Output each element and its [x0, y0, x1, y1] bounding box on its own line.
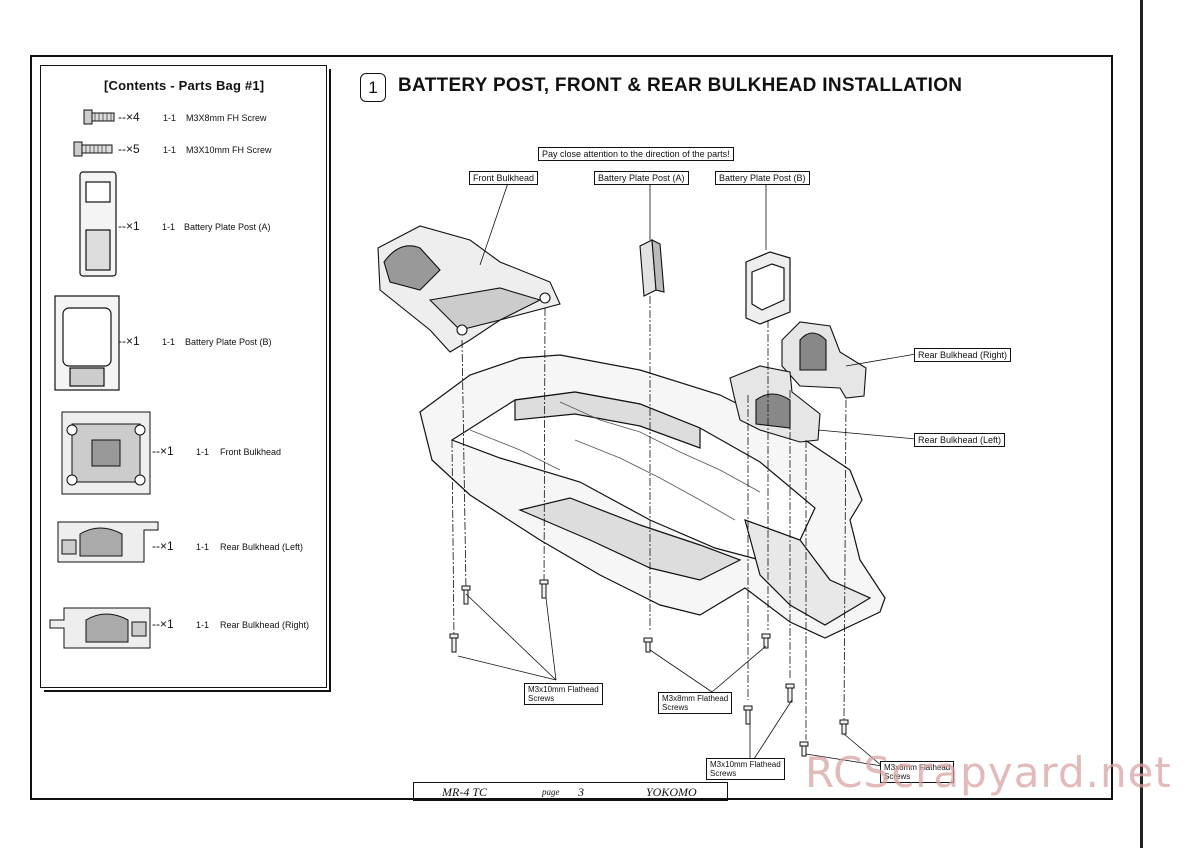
m3x10-screws-b-line1: M3x10mm Flathead [710, 760, 781, 769]
rear-bulkhead-right-callout: Rear Bulkhead (Right) [914, 348, 1012, 362]
battery-plate-post-b-icon [54, 295, 120, 391]
screws [449, 579, 849, 757]
leader-lines [457, 182, 917, 767]
parts-count-front-bulkhead: 1-1 [196, 447, 210, 457]
attention-callout: Pay close attention to the direction of … [538, 147, 734, 161]
assembly-guide-lines [451, 296, 847, 740]
parts-qty-rear-left: --×1 [152, 539, 174, 553]
rear-bulkhead-left-callout: Rear Bulkhead (Left) [914, 433, 1006, 447]
battery-post-a-part [639, 239, 665, 297]
m3x8-screws-callout-b: M3x8mm Flathead Screws [880, 761, 955, 783]
m3x10-screws-a-line2: Screws [528, 694, 555, 703]
battery-plate-post-a-icon [79, 171, 117, 277]
parts-bag-panel [40, 65, 327, 688]
parts-count-post-b: 1-1 [162, 337, 176, 347]
rear-bulkhead-right-icon [49, 607, 151, 649]
parts-count-m3x8: 1-1 [163, 113, 177, 123]
m3x8-screws-b-line1: M3x8mm Flathead [884, 763, 951, 772]
m3x10-screws-callout-b: M3x10mm Flathead Screws [706, 758, 785, 780]
m3x8-screw-icon [83, 109, 115, 125]
parts-name-post-b: Battery Plate Post (B) [185, 337, 272, 347]
parts-count-m3x10: 1-1 [163, 145, 177, 155]
parts-name-rear-left: Rear Bulkhead (Left) [220, 542, 304, 552]
rear-bulkhead-left-icon [57, 521, 159, 563]
parts-qty-post-b: --×1 [118, 334, 140, 348]
m3x8-screws-a-line1: M3x8mm Flathead [662, 694, 729, 703]
parts-name-m3x8: M3X8mm FH Screw [186, 113, 267, 123]
m3x10-screws-b-line2: Screws [710, 769, 737, 778]
screw-m3x8-4 [839, 719, 849, 735]
front-bulkhead-callout: Front Bulkhead [469, 171, 539, 185]
parts-name-m3x10: M3X10mm FH Screw [186, 145, 272, 155]
battery-post-b-callout: Battery Plate Post (B) [715, 171, 810, 185]
footer-page-number: 3 [578, 785, 584, 799]
chassis-plate [419, 354, 886, 639]
m3x10-screw-icon [73, 141, 113, 157]
parts-qty-post-a: --×1 [118, 219, 140, 233]
page-footer: MR-4 TC page 3 YOKOMO [413, 782, 728, 801]
page-frame [30, 55, 1113, 800]
parts-count-rear-left: 1-1 [196, 542, 210, 552]
screw-m3x8-1 [643, 637, 653, 653]
parts-qty-m3x8: --×4 [118, 110, 140, 124]
front-bulkhead-part [377, 225, 561, 353]
screw-m3x10-1 [461, 585, 471, 605]
parts-qty-front-bulkhead: --×1 [152, 444, 174, 458]
screw-m3x8-3 [799, 741, 809, 757]
parts-count-rear-right: 1-1 [196, 620, 210, 630]
step-title: BATTERY POST, FRONT & REAR BULKHEAD INST… [398, 75, 963, 96]
m3x8-screws-b-line2: Screws [884, 772, 911, 781]
footer-model: MR-4 TC [442, 785, 487, 799]
binding-edge [1140, 0, 1143, 848]
parts-qty-rear-right: --×1 [152, 617, 174, 631]
footer-page-label: page [542, 787, 560, 797]
rear-bulkhead-right-part [781, 321, 867, 399]
parts-qty-m3x10: --×5 [118, 142, 140, 156]
screw-m3x10-4 [743, 705, 753, 725]
footer-brand: YOKOMO [646, 785, 697, 799]
screw-m3x8-2 [761, 633, 771, 649]
m3x8-screws-a-line2: Screws [662, 703, 689, 712]
screw-m3x10-3 [449, 633, 459, 653]
m3x8-screws-callout-a: M3x8mm Flathead Screws [658, 692, 733, 714]
step-number: 1 [360, 73, 386, 102]
watermark: RCScrapyard.net [805, 748, 1172, 797]
battery-post-b-part [745, 251, 791, 325]
screw-m3x10-2 [539, 579, 549, 599]
battery-post-a-callout: Battery Plate Post (A) [594, 171, 689, 185]
parts-name-rear-right: Rear Bulkhead (Right) [220, 620, 310, 630]
screw-m3x10-5 [785, 683, 795, 703]
parts-name-post-a: Battery Plate Post (A) [184, 222, 271, 232]
chassis-ribs [469, 401, 761, 521]
parts-name-front-bulkhead: Front Bulkhead [220, 447, 282, 457]
m3x10-screws-callout-a: M3x10mm Flathead Screws [524, 683, 603, 705]
rear-bulkhead-left-part [729, 365, 821, 443]
front-bulkhead-icon [61, 411, 151, 495]
m3x10-screws-a-line1: M3x10mm Flathead [528, 685, 599, 694]
parts-bag-title: [Contents - Parts Bag #1] [104, 78, 265, 93]
parts-box-shadow [44, 69, 331, 692]
parts-count-post-a: 1-1 [162, 222, 176, 232]
